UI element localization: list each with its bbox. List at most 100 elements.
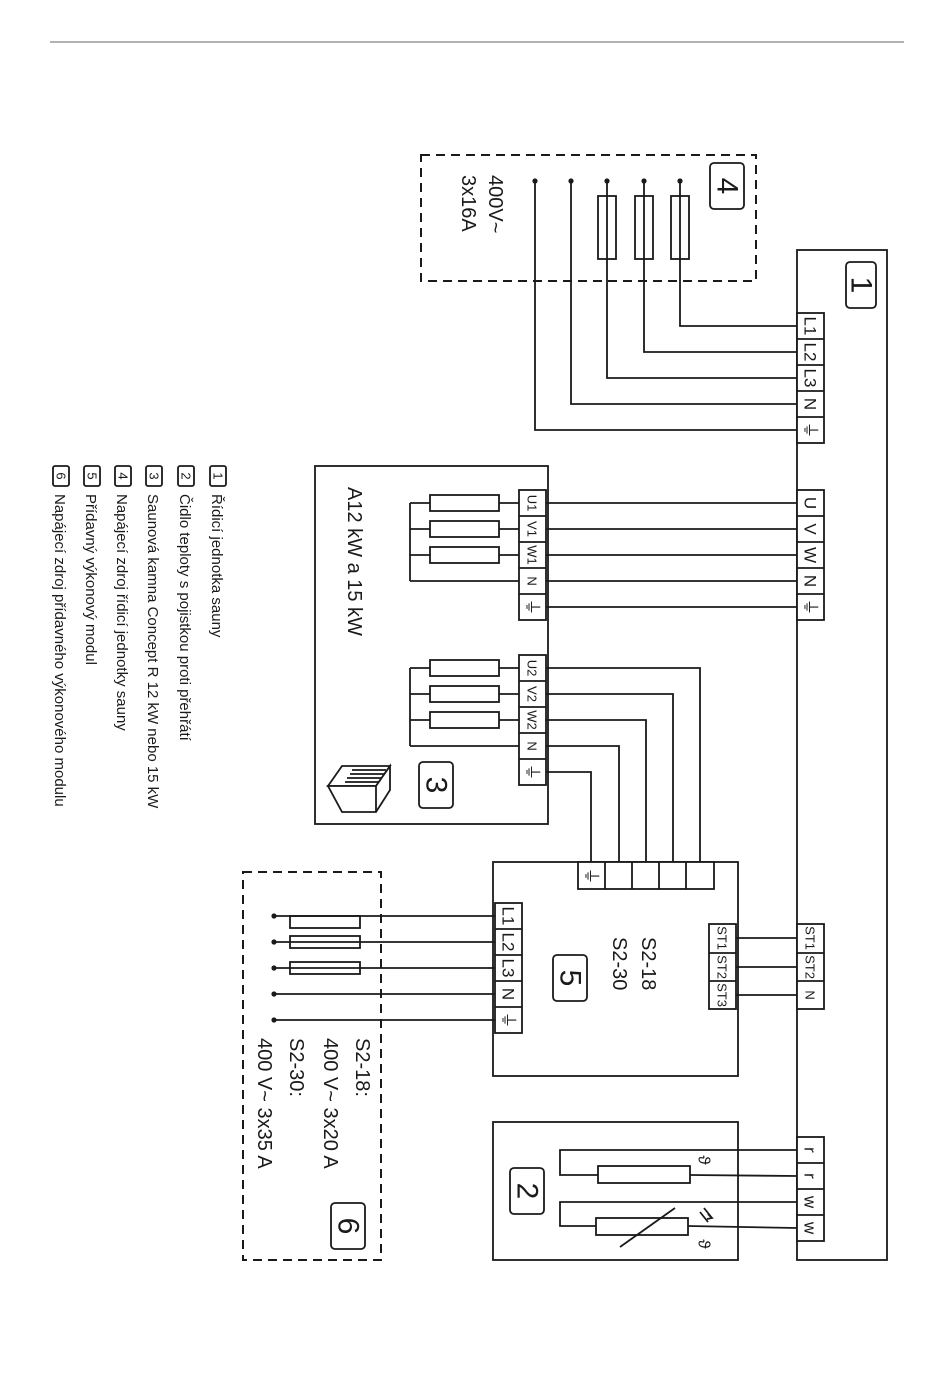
ground-terminal-label: ⏚ xyxy=(523,764,542,781)
module-number-box xyxy=(418,761,454,809)
ground-terminal-label: ⏚ xyxy=(499,1012,518,1029)
power-module-5-block: ⏚ L1 L2 L3 N ⏚ ST1 ST2 ST3 S2-18 S2-30 5 xyxy=(492,861,739,1077)
legend-item: 4 Napájecí zdroj řídicí jednotky sauny xyxy=(113,465,132,731)
module-number-box xyxy=(330,1202,366,1250)
terminal-label: V2 xyxy=(525,686,540,702)
heater-3-block: A12 kW a 15 kW 3 U1 V1 W1 N ⏚ xyxy=(314,465,549,825)
temperature-symbol: ϑ xyxy=(695,1155,714,1165)
legend-text: Čidlo teploty s pojistkou proti přehřátí xyxy=(176,494,193,742)
terminal-strip-st: ST1 ST2 N xyxy=(796,923,825,1010)
terminal-label: L3 xyxy=(499,959,518,978)
legend-number: 2 xyxy=(179,472,194,479)
terminal-label: L1 xyxy=(801,317,820,336)
legend-number: 6 xyxy=(54,472,69,479)
module-number-6: 6 xyxy=(332,1218,365,1235)
legend-item: 1 Řídicí jednotka sauny xyxy=(208,465,227,638)
terminal-label: U xyxy=(801,497,820,509)
module-number-4: 4 xyxy=(711,178,744,195)
supply-4-wires xyxy=(532,178,797,431)
terminal-label: w xyxy=(801,1221,820,1235)
terminal-label: r xyxy=(801,1147,820,1153)
module-5-supply-terminals: L1 L2 L3 N ⏚ xyxy=(494,902,523,1034)
module-number-2: 2 xyxy=(511,1183,544,1200)
legend-text: Napájecí zdroj řídicí jednotky sauny xyxy=(113,494,130,731)
legend-number: 1 xyxy=(211,472,226,479)
terminal-label: L2 xyxy=(499,933,518,952)
temperature-symbol: ϑ xyxy=(695,1239,714,1249)
supply-6-line-2: 400 V~ 3x20 A xyxy=(319,1038,341,1169)
module-number-box xyxy=(509,1167,545,1215)
light-arrows-icon xyxy=(699,1207,714,1223)
supply-4-current: 3x16A xyxy=(457,175,479,232)
terminal-strip-sensor: r r w w xyxy=(796,1136,825,1242)
legend-text: Saunová kamna Concept R 12 kW nebo 15 kW xyxy=(144,494,161,809)
terminal-label: V xyxy=(801,523,820,535)
supply-6-frame xyxy=(242,871,382,1261)
terminal-label: w xyxy=(801,1195,820,1209)
terminal-label: U1 xyxy=(525,495,540,512)
legend-item: 2 Čidlo teploty s pojistkou proti přehřá… xyxy=(176,465,195,742)
terminal-label: ST1 xyxy=(803,926,818,950)
supply-6-line-3: S2-30: xyxy=(285,1038,307,1097)
terminal-label: N xyxy=(499,988,518,1000)
terminal-label: L2 xyxy=(801,343,820,362)
legend-text: Řídicí jednotka sauny xyxy=(208,494,225,638)
ground-terminal-label: ⏚ xyxy=(523,599,542,616)
terminal-label: ST2 xyxy=(715,955,730,979)
sensor-resistor xyxy=(597,1165,691,1184)
module-5-st-terminals: ST1 ST2 ST3 xyxy=(708,923,737,1010)
terminal-label: N xyxy=(525,741,540,750)
terminal-label: U2 xyxy=(525,660,540,677)
sensor-2-block: 2 ϑ ϑ xyxy=(492,1121,798,1261)
legend-text: Přídavný výkonový modul xyxy=(82,494,99,665)
ground-terminal-label: ⏚ xyxy=(801,422,820,439)
control-unit-block: 1 L1 L2 L3 N ⏚ U V W N ⏚ xyxy=(796,249,888,1261)
ground-terminal-label: ⏚ xyxy=(582,868,601,885)
terminal-label: ST2 xyxy=(803,955,818,979)
terminal-label: W1 xyxy=(525,545,540,565)
supply-6-line-1: S2-18: xyxy=(351,1038,373,1097)
terminal-label: W2 xyxy=(525,710,540,730)
terminal-label: ST1 xyxy=(715,926,730,950)
legend-number: 3 xyxy=(147,472,162,479)
heater-wires-1 xyxy=(546,502,797,608)
terminal-label: ST3 xyxy=(715,983,730,1007)
terminal-label: N xyxy=(803,990,818,999)
module-number-box xyxy=(709,162,745,210)
supply-4-block: 4 400V~ 3x16A xyxy=(420,154,757,282)
module-number-1: 1 xyxy=(845,277,878,294)
supply-6-line-4: 400 V~ 3x35 A xyxy=(253,1038,275,1169)
legend: 1 Řídicí jednotka sauny 2 Čidlo teploty … xyxy=(51,465,227,809)
ground-terminal-label: ⏚ xyxy=(801,599,820,616)
supply-4-frame xyxy=(420,154,757,282)
legend-item: 6 Napájecí zdroj přídavného výkonového m… xyxy=(51,465,70,807)
module-number-box xyxy=(552,954,588,1002)
terminal-strip-heater: U V W N ⏚ xyxy=(796,489,825,621)
heater-3-title: A12 kW a 15 kW xyxy=(343,487,365,636)
heater-terminal-strip-2: U2 V2 W2 N ⏚ xyxy=(518,654,547,786)
legend-item: 5 Přídavný výkonový modul xyxy=(82,465,101,665)
terminal-label: r xyxy=(801,1173,820,1179)
legend-number: 4 xyxy=(116,472,131,479)
sauna-stove-icon xyxy=(326,763,392,813)
module-number-box xyxy=(845,261,877,309)
supply-4-voltage: 400V~ xyxy=(484,175,506,233)
heater-terminal-strip-1: U1 V1 W1 N ⏚ xyxy=(518,489,547,621)
terminal-label: L1 xyxy=(499,907,518,926)
terminal-label: L3 xyxy=(801,369,820,388)
heating-elements-2 xyxy=(409,659,519,747)
terminal-label: N xyxy=(801,398,820,410)
heating-elements-1 xyxy=(409,494,519,582)
legend-number: 5 xyxy=(85,472,100,479)
terminal-label: W xyxy=(801,547,820,563)
fuse xyxy=(289,915,361,929)
terminal-label: N xyxy=(525,576,540,585)
supply-6-block: S2-18: 400 V~ 3x20 A S2-30: 400 V~ 3x35 … xyxy=(242,871,495,1261)
module-5-model-2: S2-30 xyxy=(608,937,630,990)
power-module-frame xyxy=(492,861,739,1077)
module-5-model-1: S2-18 xyxy=(637,937,659,990)
heater-wires-2 xyxy=(546,667,701,862)
legend-text: Napájecí zdroj přídavného výkonového mod… xyxy=(51,494,68,807)
st-wires xyxy=(736,937,797,996)
